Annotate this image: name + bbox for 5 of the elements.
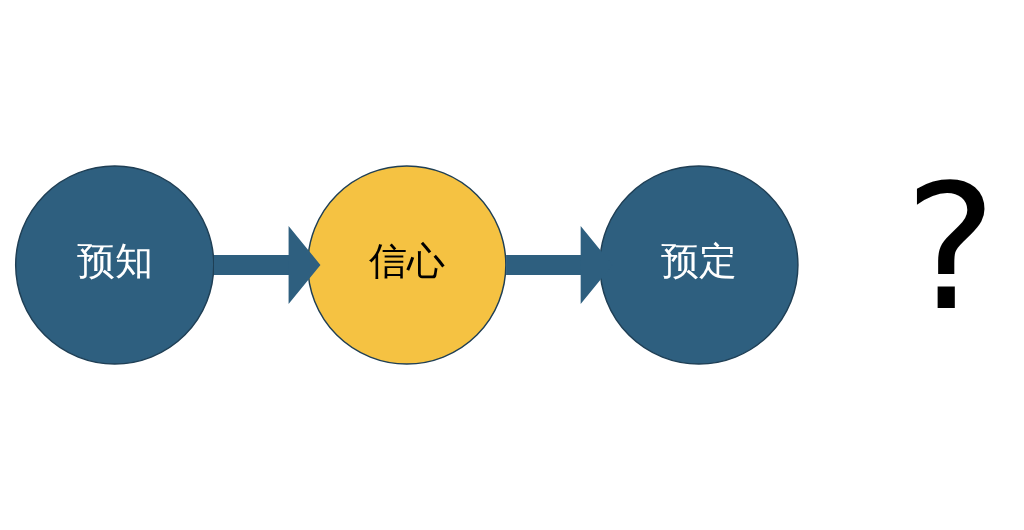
node-circle: 信心 [307, 165, 507, 365]
arrow [214, 225, 321, 305]
label: ? [904, 147, 997, 350]
node-circle: 预定 [599, 165, 799, 365]
node-circle: 预知 [14, 165, 215, 365]
